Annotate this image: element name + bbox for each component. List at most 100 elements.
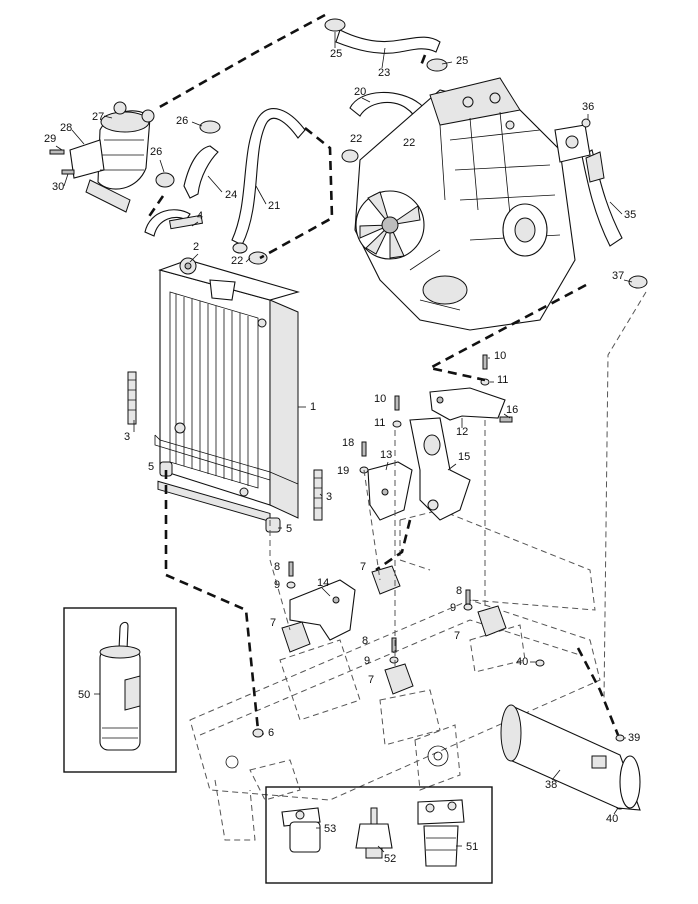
bracket-13 xyxy=(367,461,413,521)
callout-53: 53 xyxy=(324,823,336,835)
callout-leader-line xyxy=(377,845,385,853)
callout-leader-line xyxy=(319,493,323,497)
callout-leader-line xyxy=(255,185,267,205)
engine xyxy=(354,77,591,331)
callout-8: 8 xyxy=(274,561,280,573)
callout-24: 24 xyxy=(225,189,237,201)
clamp-22-a xyxy=(341,149,359,163)
callout-25: 25 xyxy=(330,48,342,60)
callout-23: 23 xyxy=(378,67,390,79)
seal-strip-left xyxy=(127,371,137,425)
clamp-37 xyxy=(628,275,648,289)
callout-22: 22 xyxy=(403,137,415,149)
callout-leader-line xyxy=(245,257,251,263)
radiator-mount-right xyxy=(265,517,281,533)
callout-10: 10 xyxy=(374,393,386,405)
callout-leader-line xyxy=(623,279,633,283)
callout-9: 9 xyxy=(450,602,456,614)
clamp-22-d xyxy=(232,242,248,254)
callout-14: 14 xyxy=(317,577,329,589)
callout-38: 38 xyxy=(545,779,557,791)
callout-leader-line xyxy=(103,115,113,119)
callout-37: 37 xyxy=(612,270,624,282)
callout-leader-line xyxy=(609,201,623,215)
callout-2: 2 xyxy=(193,241,199,253)
callout-7: 7 xyxy=(368,674,374,686)
seal-strip-right xyxy=(313,469,323,521)
callout-51: 51 xyxy=(466,841,478,853)
engine-mount-7d xyxy=(384,663,414,695)
exhaust-manifold xyxy=(554,124,591,163)
callout-15: 15 xyxy=(458,451,470,463)
muffler xyxy=(500,704,641,811)
callout-36: 36 xyxy=(582,101,594,113)
inset-box-fuel-filters xyxy=(265,786,493,884)
fuel-filter-51 xyxy=(417,799,465,867)
inset-box-50 xyxy=(63,607,177,773)
callout-7: 7 xyxy=(270,617,276,629)
callout-28: 28 xyxy=(60,122,72,134)
clamp-26-top xyxy=(199,120,221,134)
callout-4: 4 xyxy=(197,210,203,222)
callout-5: 5 xyxy=(286,523,292,535)
callout-1: 1 xyxy=(310,401,316,413)
callout-12: 12 xyxy=(456,426,468,438)
callout-30: 30 xyxy=(52,181,64,193)
callout-26: 26 xyxy=(150,146,162,158)
callout-22: 22 xyxy=(231,255,243,267)
clamp-22-c xyxy=(248,251,268,265)
exhaust-pipe-35 xyxy=(581,149,623,247)
callout-leader-line xyxy=(613,807,619,815)
callout-5: 5 xyxy=(148,461,154,473)
callout-21: 21 xyxy=(268,200,280,212)
bracket-12 xyxy=(429,387,506,421)
callout-leader-line xyxy=(321,587,331,597)
callout-leader-line xyxy=(385,461,389,471)
callout-35: 35 xyxy=(624,209,636,221)
callout-leader-line xyxy=(63,173,69,187)
callout-52: 52 xyxy=(384,853,396,865)
callout-7: 7 xyxy=(360,561,366,573)
overflow-hose xyxy=(144,209,204,237)
callout-10: 10 xyxy=(494,350,506,362)
callout-leader-line xyxy=(441,61,453,65)
hose-23 xyxy=(335,29,441,54)
callout-8: 8 xyxy=(362,635,368,647)
clamp-25-left xyxy=(324,18,346,32)
radiator-core-fins xyxy=(175,294,249,486)
callout-9: 9 xyxy=(364,655,370,667)
callout-3: 3 xyxy=(326,491,332,503)
callout-leader-line xyxy=(191,121,203,127)
callout-22: 22 xyxy=(350,133,362,145)
callout-50: 50 xyxy=(78,689,90,701)
callout-29: 29 xyxy=(44,133,56,145)
callout-40: 40 xyxy=(516,656,528,668)
fuel-filter-52 xyxy=(355,807,393,859)
clamp-26-mid xyxy=(155,172,175,188)
callout-leader-line xyxy=(551,769,561,781)
alternator xyxy=(502,203,548,257)
engine-mount-7b xyxy=(281,621,311,653)
callout-27: 27 xyxy=(92,111,104,123)
callout-16: 16 xyxy=(506,404,518,416)
routing-lines xyxy=(146,13,647,736)
callout-19: 19 xyxy=(337,465,349,477)
callout-leader-line xyxy=(503,413,511,419)
engine-mount-7c xyxy=(477,605,507,637)
radiator xyxy=(154,257,300,523)
callout-leader-line xyxy=(189,253,199,263)
callout-leader-line xyxy=(55,145,63,151)
callout-leader-line xyxy=(207,175,223,193)
callout-20: 20 xyxy=(354,86,366,98)
callout-leader-line xyxy=(381,47,386,69)
hose-24 xyxy=(183,145,219,199)
bracket-15 xyxy=(409,417,471,521)
callout-7: 7 xyxy=(454,630,460,642)
callout-leader-line xyxy=(159,159,165,173)
callout-3: 3 xyxy=(124,431,130,443)
callout-39: 39 xyxy=(628,732,640,744)
callout-leader-line xyxy=(71,129,85,145)
callout-25: 25 xyxy=(456,55,468,67)
